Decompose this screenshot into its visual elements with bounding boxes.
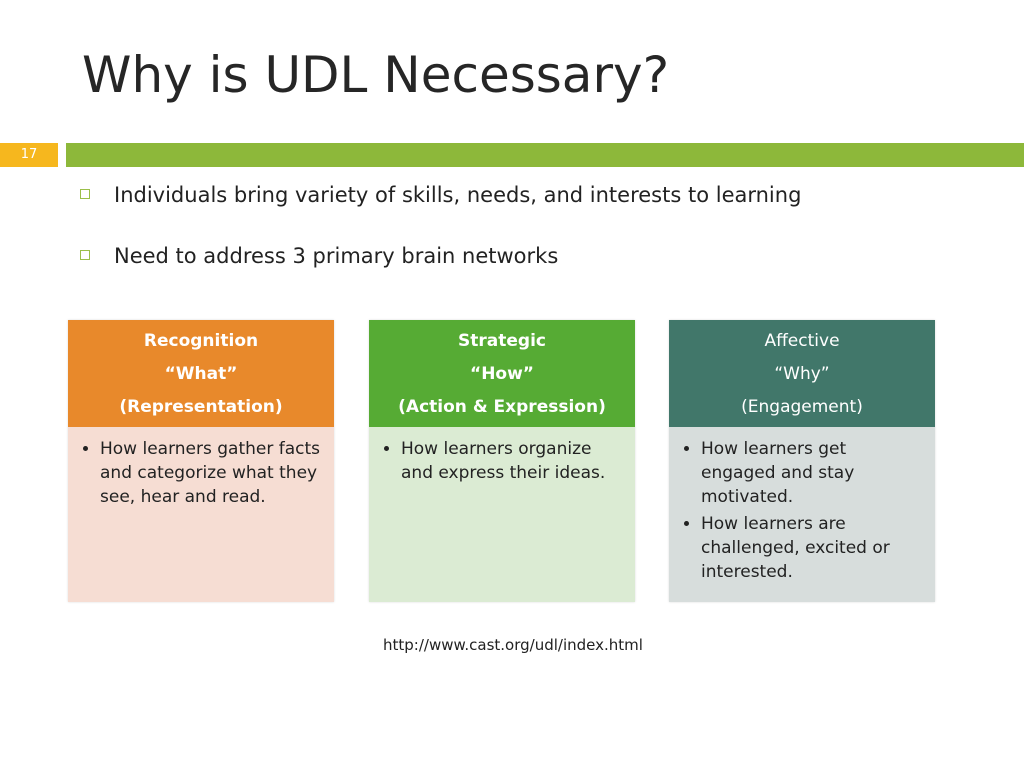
bullet-text: Need to address 3 primary brain networks bbox=[114, 244, 559, 268]
card-detail: (Representation) bbox=[119, 397, 283, 417]
card-strategic: Strategic “How” (Action & Expression) Ho… bbox=[369, 320, 635, 602]
card-list-item: How learners are challenged, excited or … bbox=[701, 512, 923, 584]
bullet-item: Need to address 3 primary brain networks bbox=[80, 244, 558, 268]
card-list-item: How learners get engaged and stay motiva… bbox=[701, 437, 923, 509]
card-header: Affective “Why” (Engagement) bbox=[669, 320, 935, 427]
card-body: How learners organize and express their … bbox=[369, 427, 635, 602]
square-bullet-icon bbox=[80, 250, 90, 260]
card-detail: (Engagement) bbox=[741, 397, 863, 417]
card-subtitle: “How” bbox=[470, 364, 534, 384]
card-header: Strategic “How” (Action & Expression) bbox=[369, 320, 635, 427]
card-subtitle: “Why” bbox=[774, 364, 830, 384]
card-title: Strategic bbox=[458, 331, 546, 351]
card-header: Recognition “What” (Representation) bbox=[68, 320, 334, 427]
square-bullet-icon bbox=[80, 189, 90, 199]
card-body: How learners get engaged and stay motiva… bbox=[669, 427, 935, 602]
card-title: Affective bbox=[764, 331, 840, 351]
source-link[interactable]: http://www.cast.org/udl/index.html bbox=[383, 636, 643, 654]
card-affective: Affective “Why” (Engagement) How learner… bbox=[669, 320, 935, 602]
card-subtitle: “What” bbox=[164, 364, 238, 384]
card-detail: (Action & Expression) bbox=[398, 397, 606, 417]
accent-bar bbox=[66, 143, 1024, 167]
bullet-text: Individuals bring variety of skills, nee… bbox=[114, 183, 802, 207]
card-recognition: Recognition “What” (Representation) How … bbox=[68, 320, 334, 602]
card-title: Recognition bbox=[143, 331, 259, 351]
card-list-item: How learners gather facts and categorize… bbox=[100, 437, 322, 509]
slide-number: 17 bbox=[0, 143, 58, 167]
slide-title: Why is UDL Necessary? bbox=[82, 46, 670, 104]
bullet-item: Individuals bring variety of skills, nee… bbox=[80, 183, 801, 207]
card-list-item: How learners organize and express their … bbox=[401, 437, 623, 485]
card-body: How learners gather facts and categorize… bbox=[68, 427, 334, 602]
